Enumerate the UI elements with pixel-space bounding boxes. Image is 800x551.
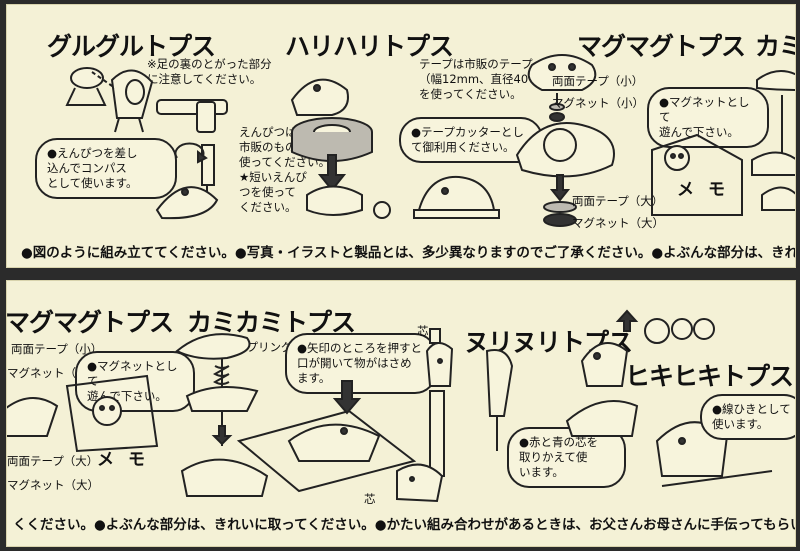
nurinuri-illustration <box>396 328 514 503</box>
kamikami-partial-illustration <box>751 70 795 211</box>
magumagu-title: マグマグトプス <box>577 32 746 61</box>
kamikami-usage-bubble: ●矢印のところを押すと 口が開いて物がはさめ ます。 <box>285 333 437 394</box>
magumagu-memo-text: メモ <box>677 180 739 200</box>
bottom-magumagu-tape-small-label: 両面テープ（小） <box>11 342 103 356</box>
top-footer-instructions: ●図のように組み立ててください。●写真・イラストと製品とは、多少異なりますのでご… <box>21 245 796 261</box>
guruguru-title: グルグルトプス <box>47 32 216 61</box>
bottom-magumagu-magnet-large-label: マグネット（大） <box>7 478 99 492</box>
nurinuri-core-bottom-label: 芯 <box>364 492 376 506</box>
magumagu-usage-bubble: ●マグネットとして 遊んで下さい。 <box>647 87 769 148</box>
kamikami-illustration <box>175 333 269 497</box>
nurinuri-usage-bubble: ●赤と青の芯を 取りかえて使 います。 <box>507 427 626 488</box>
harihari-illustration <box>290 78 391 219</box>
kamikami-title: カミカミトプス <box>187 308 356 337</box>
hikihiki-usage-bubble: ●線ひきとして 使います。 <box>700 394 795 440</box>
rotate-arrow-icon <box>174 142 208 164</box>
guruguru-pencil-note: えんぴつは 市販のものを 使ってください。 ★短いえんぴ つを使って ください。 <box>239 125 331 214</box>
bottom-magumagu-title: マグマグトプス <box>6 308 174 337</box>
bottom-footer-instructions: くください。●よぶんな部分は、きれいに取ってください。●かたい組み合わせがあると… <box>13 517 796 533</box>
kamikami-demo-illustration <box>236 380 417 493</box>
magumagu-tape-small-label: 両面テープ（小） <box>552 74 644 88</box>
instruction-sheet-bottom: マグマグトプス 両面テープ（小） マグネット（小） ●マグネットとして 遊んで下… <box>6 280 796 547</box>
hikihiki-title: ヒキヒキトプス <box>625 362 794 391</box>
magumagu-illustration <box>515 54 615 227</box>
bottom-magumagu-illustration <box>7 374 159 453</box>
magumagu-memo-board <box>651 133 743 216</box>
nurinuri-core-top-label: 芯 <box>417 324 429 338</box>
guruguru-caution-note: ※足の裏のとがった部分 に注意してください。 <box>147 57 272 86</box>
magumagu-tape-large-label: 両面テープ（大） <box>572 194 664 208</box>
instruction-sheet-top: グルグルトプス ※足の裏のとがった部分 に注意してください。 ●えんぴつを差し … <box>6 4 796 268</box>
magumagu-magnet-large-label: マグネット（大） <box>572 216 664 230</box>
harihari-title: ハリハリトプス <box>285 32 454 61</box>
magumagu-magnet-small-label: マグネット（小） <box>552 96 644 110</box>
guruguru-usage-bubble: ●えんぴつを差し 込んでコンパス として使います。 <box>35 138 177 199</box>
harihari-tape-illustration <box>413 175 500 219</box>
bottom-magumagu-tape-large-label: 両面テープ（大） <box>7 454 99 468</box>
bottom-magumagu-memo-text: メモ <box>97 450 159 470</box>
kamikami-partial-title: カミカ <box>755 32 795 61</box>
guruguru-illustration <box>65 67 228 220</box>
